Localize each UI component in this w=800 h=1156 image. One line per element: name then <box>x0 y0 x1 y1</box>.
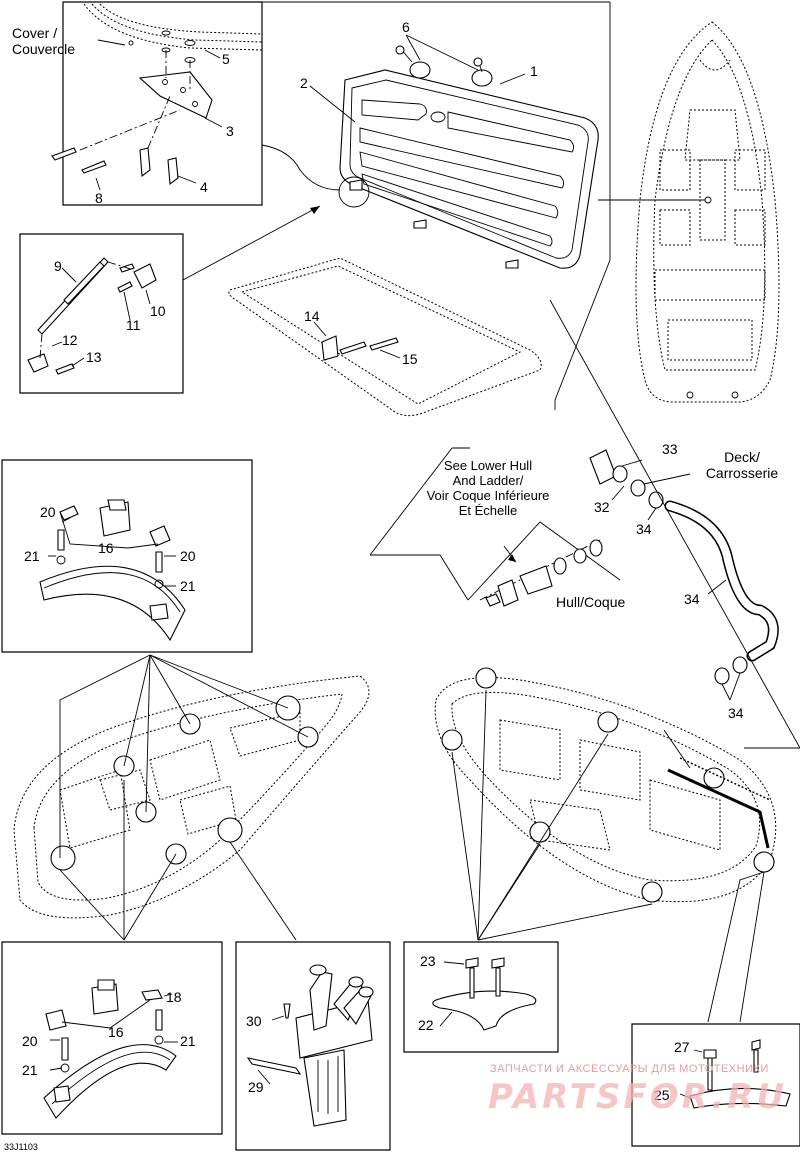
part-number-5: 5 <box>222 51 230 67</box>
part-number-16-bottom: 16 <box>108 1024 124 1040</box>
part-number-16-top: 16 <box>98 540 114 556</box>
part-number-22: 22 <box>418 1017 434 1033</box>
part-number-31: 32 <box>594 499 610 515</box>
cover-hinge-inset <box>51 1 263 206</box>
drain-hose-group <box>369 299 800 749</box>
part-number-6: 6 <box>402 19 410 35</box>
cleat-inset <box>403 941 559 1053</box>
note-line4: Et Échelle <box>459 503 518 518</box>
gas-spring-icon <box>37 257 109 335</box>
part-number-11: 11 <box>126 317 141 333</box>
deck-label-line2: Carrosserie <box>706 465 779 481</box>
watermark-line1: ЗАПЧАСТИ И АКСЕССУАРЫ ДЛЯ МОТОТЕХНИКИ <box>490 1063 769 1075</box>
note-line2: And Ladder/ <box>453 473 524 488</box>
watermark-line2: PARTSFOR.RU <box>488 1077 787 1117</box>
note-line3: Voir Coque Inférieure <box>427 488 550 503</box>
throttle-inset <box>235 941 391 1151</box>
part-number-15: 15 <box>402 351 418 367</box>
figure-code: 33J1103 <box>4 1142 38 1152</box>
part-number-34-lower: 34 <box>728 705 744 721</box>
part-number-9: 9 <box>54 258 62 274</box>
part-number-27: 27 <box>674 1039 690 1055</box>
part-number-21-top-right: 21 <box>180 578 196 594</box>
part-number-33: 34 <box>684 591 700 607</box>
part-number-23: 23 <box>420 953 436 969</box>
storage-tub <box>228 257 542 417</box>
part-number-12: 12 <box>62 332 78 348</box>
throttle-lever-icon <box>295 964 374 1127</box>
rivet-icon <box>51 147 179 186</box>
cleat-icon <box>432 990 537 1031</box>
part-number-25: 25 <box>654 1087 670 1103</box>
deck-label-line1: Deck/ <box>724 449 760 465</box>
part-number-21-bottom-left: 21 <box>22 1062 38 1078</box>
deck-right <box>434 667 777 1023</box>
part-number-29: 29 <box>248 1079 264 1095</box>
watermark: ЗАПЧАСТИ И АКСЕССУАРЫ ДЛЯ МОТОТЕХНИКИ PA… <box>488 1063 787 1117</box>
part-number-30: 30 <box>246 1013 262 1029</box>
gas-spring-inset <box>19 205 321 394</box>
cover-label-line2: Couvercle <box>12 41 75 57</box>
part-number-3: 3 <box>226 123 234 139</box>
note-line1: See Lower Hull <box>444 458 532 473</box>
part-number-34-upper: 34 <box>636 521 652 537</box>
part-number-18: 18 <box>166 989 182 1005</box>
part-number-4: 4 <box>200 179 208 195</box>
callout-labels: Cover /Couvercle Deck/Carrosserie Hull/C… <box>4 19 778 1152</box>
part-number-21-top-left: 21 <box>24 548 40 564</box>
part-number-20-bottom: 20 <box>22 1033 38 1049</box>
drain-hose-icon <box>664 500 779 662</box>
storage-lid-icon <box>261 34 599 269</box>
screw-icon <box>465 957 505 999</box>
deck-label: Deck/Carrosserie <box>706 449 779 481</box>
boat-hull-icon <box>598 21 780 403</box>
part-number-32: 33 <box>662 441 678 457</box>
cover-label-line1: Cover / <box>12 25 57 41</box>
part-number-20-top-right: 20 <box>180 548 196 564</box>
part-number-14: 14 <box>304 308 320 324</box>
hull-label: Hull/Coque <box>556 594 625 610</box>
grab-handle-inset-top <box>1 459 253 653</box>
part-number-10: 10 <box>150 303 166 319</box>
part-number-1: 1 <box>530 63 538 79</box>
part-number-13: 13 <box>86 349 102 365</box>
grab-handle-icon <box>39 565 186 642</box>
part-number-21-bottom-right: 21 <box>180 1033 196 1049</box>
hinge-icon <box>138 71 213 119</box>
cover-label: Cover /Couvercle <box>12 25 75 57</box>
grab-handle-inset-bottom <box>1 941 223 1135</box>
part-number-8: 8 <box>95 190 103 206</box>
part-number-20-top-left: 20 <box>40 504 56 520</box>
part-number-2: 2 <box>300 75 308 91</box>
bow-inset <box>631 1023 800 1147</box>
deck-left <box>13 654 370 941</box>
